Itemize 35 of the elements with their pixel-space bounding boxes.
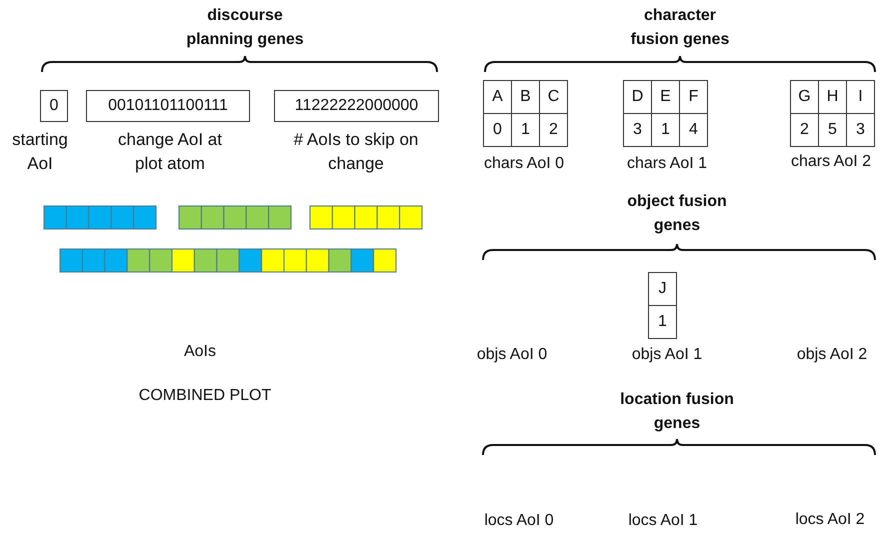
table-cell: D xyxy=(623,80,652,114)
table-cell: 2 xyxy=(790,113,819,147)
caption-text: AoIs xyxy=(182,342,217,362)
caption-text: chars AoI 1 xyxy=(626,154,708,174)
table-cell: 4 xyxy=(679,113,708,147)
caption-text: objs AoI 1 xyxy=(630,345,704,365)
table-cell: A xyxy=(483,80,512,114)
gene-box: 11222222000000 xyxy=(274,90,439,122)
table-cell: C xyxy=(539,80,568,114)
table-cell: F xyxy=(679,80,708,114)
node-caption: # AoIs to skip on change xyxy=(292,129,420,175)
table-cell: 0 xyxy=(483,113,512,147)
caption-text: objs AoI 2 xyxy=(796,345,868,365)
caption-text: locs AoI 0 xyxy=(483,511,555,531)
table-cell: I xyxy=(846,80,875,114)
group-heading: character fusion genes xyxy=(630,6,730,50)
table-cell: 3 xyxy=(623,113,652,147)
caption-text: locs AoI 2 xyxy=(794,510,866,530)
caption-text: locs AoI 1 xyxy=(627,511,699,531)
gene-box: 00101101100111 xyxy=(86,90,250,122)
group-heading: discourse planning genes xyxy=(185,6,305,50)
table-cell: G xyxy=(790,80,819,114)
caption-text: chars AoI 2 xyxy=(790,152,872,172)
caption-text: objs AoI 0 xyxy=(476,345,548,365)
node-caption: starting AoI xyxy=(11,129,69,175)
table-cell: J xyxy=(648,272,677,306)
caption-text: chars AoI 0 xyxy=(482,154,566,174)
table-cell: 2 xyxy=(539,113,568,147)
group-heading: location fusion genes xyxy=(619,390,735,434)
group-heading: object fusion genes xyxy=(626,192,728,236)
table-cell: 3 xyxy=(846,113,875,147)
node-caption: change AoI at plot atom xyxy=(117,129,223,175)
gene-box: 0 xyxy=(40,90,68,122)
caption-text: COMBINED PLOT xyxy=(138,386,272,406)
table-cell: 1 xyxy=(648,305,677,339)
